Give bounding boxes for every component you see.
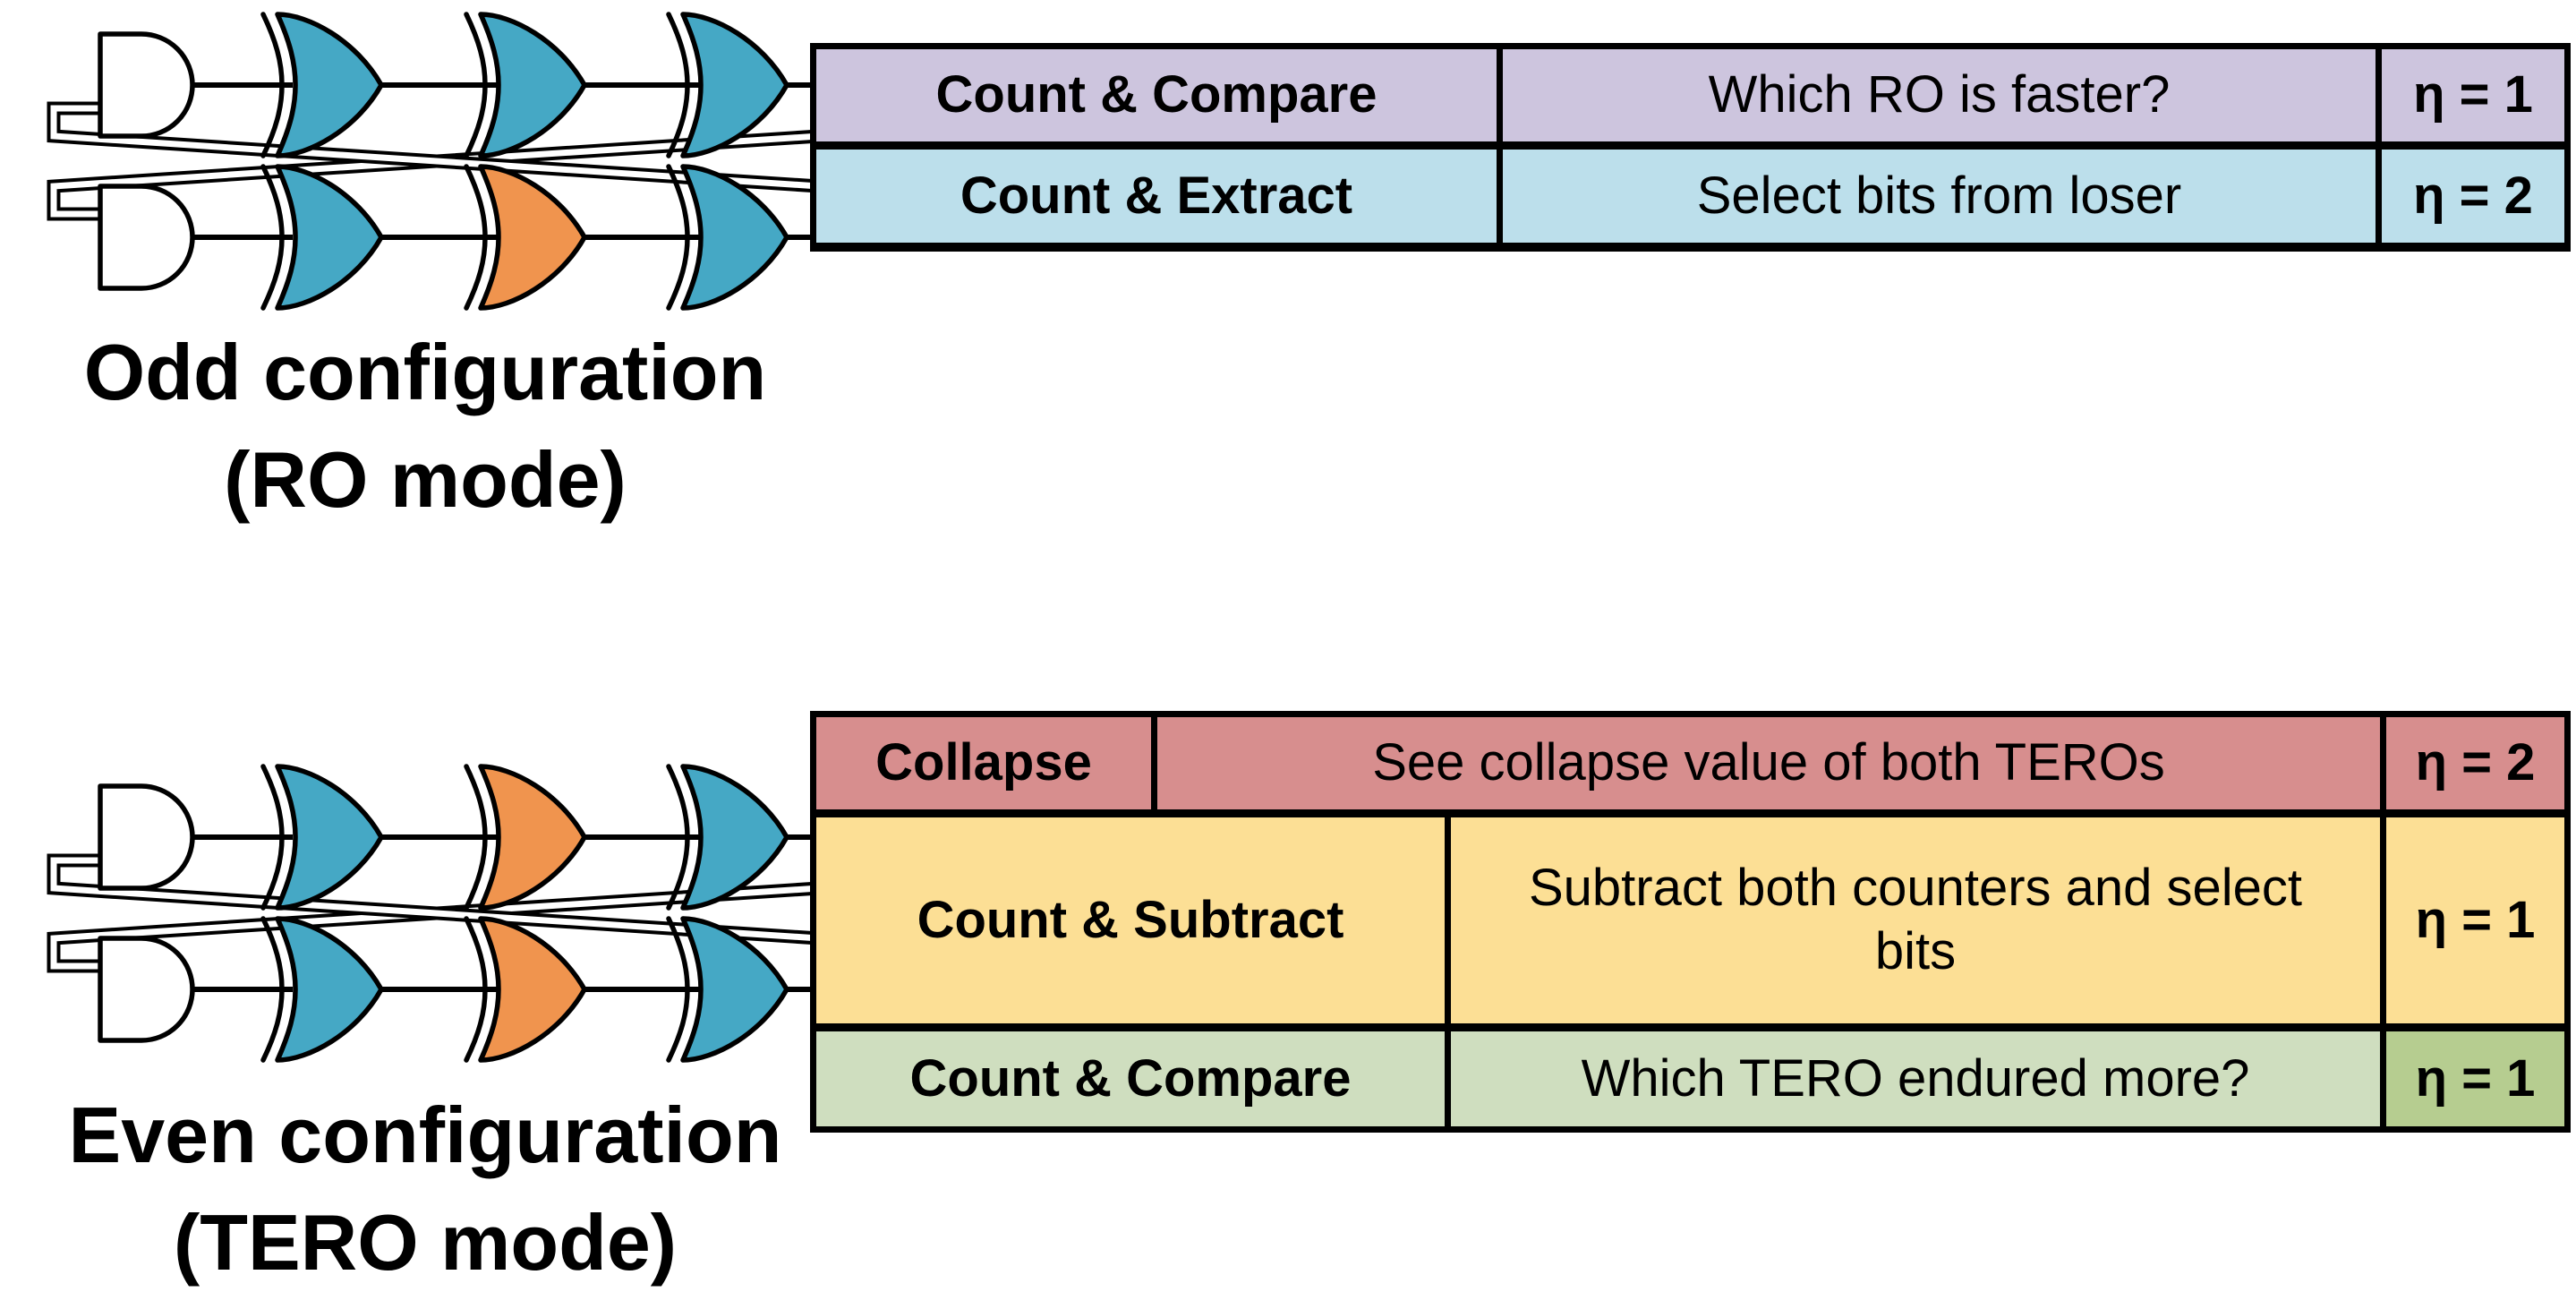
- xor-gate: [666, 164, 789, 311]
- description-cell: Subtract both counters and select bits: [1451, 817, 2380, 1023]
- and-gate: [98, 783, 195, 891]
- table-row: Collapse See collapse value of both TERO…: [816, 717, 2564, 809]
- odd-configuration-title: Odd configuration: [83, 328, 767, 416]
- xor-gate: [464, 12, 587, 158]
- xor-gate: [464, 764, 587, 911]
- table-row: Count & Compare Which RO is faster? η = …: [816, 49, 2564, 141]
- table-row: Count & Extract Select bits from loser η…: [816, 150, 2564, 243]
- mode-cell: Count & Subtract: [816, 817, 1445, 1023]
- eta-cell: η = 2: [2386, 717, 2564, 809]
- ro-mode-table: Count & Compare Which RO is faster? η = …: [810, 43, 2571, 252]
- odd-configuration-subtitle: (RO mode): [224, 435, 627, 524]
- eta-cell: η = 1: [2386, 817, 2564, 1023]
- connector-wires: [191, 82, 823, 240]
- mode-cell: Count & Compare: [816, 1031, 1445, 1126]
- odd-configuration-circuit: [47, 12, 823, 311]
- mode-cell: Collapse: [816, 717, 1151, 809]
- xor-gate: [666, 764, 789, 911]
- xor-gate: [464, 164, 587, 311]
- description-cell: Select bits from loser: [1503, 150, 2376, 243]
- even-configuration-circuit: [47, 764, 823, 1063]
- xor-gate: [464, 916, 587, 1063]
- xor-gate: [260, 164, 384, 311]
- connector-wires: [191, 834, 823, 992]
- xor-gate: [260, 12, 384, 158]
- and-gate: [98, 31, 195, 139]
- xor-gate: [260, 916, 384, 1063]
- even-configuration-title: Even configuration: [68, 1091, 782, 1179]
- description-cell: Which TERO endured more?: [1451, 1031, 2380, 1126]
- mode-cell: Count & Extract: [816, 150, 1497, 243]
- xor-gate: [260, 764, 384, 911]
- and-gate: [98, 184, 195, 291]
- and-gate: [98, 936, 195, 1043]
- eta-cell: η = 2: [2382, 150, 2564, 243]
- mode-cell: Count & Compare: [816, 49, 1497, 141]
- table-row: Count & Subtract Subtract both counters …: [816, 817, 2564, 1023]
- description-text: Subtract both counters and select bits: [1528, 859, 2303, 980]
- table-row: Count & Compare Which TERO endured more?…: [816, 1031, 2564, 1126]
- even-configuration-subtitle: (TERO mode): [173, 1198, 678, 1287]
- tero-mode-table: Collapse See collapse value of both TERO…: [810, 711, 2571, 1133]
- description-cell: See collapse value of both TEROs: [1157, 717, 2380, 809]
- description-cell: Which RO is faster?: [1503, 49, 2376, 141]
- xor-gate: [666, 916, 789, 1063]
- xor-gate: [666, 12, 789, 158]
- eta-cell: η = 1: [2382, 49, 2564, 141]
- eta-cell: η = 1: [2386, 1031, 2564, 1126]
